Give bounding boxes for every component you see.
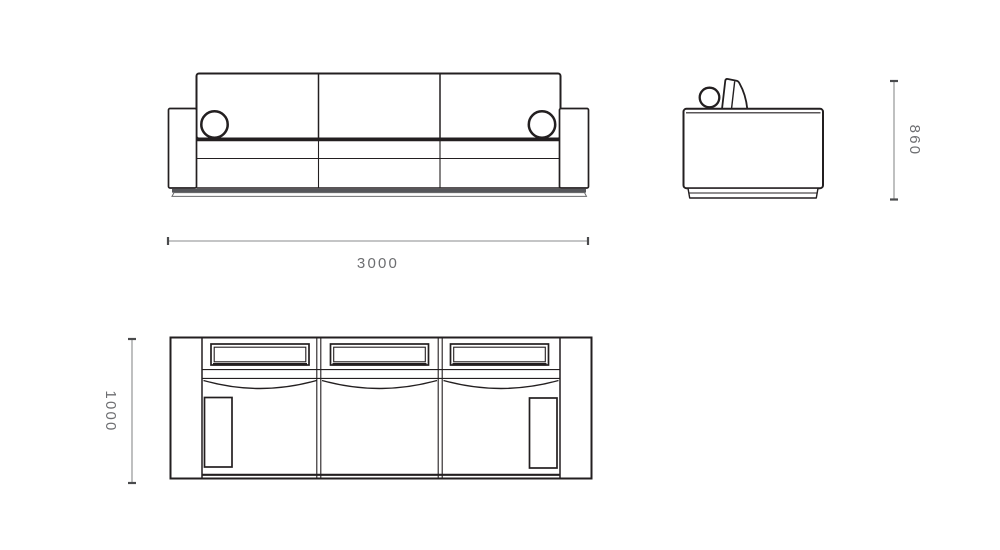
side-back-cushion bbox=[720, 78, 749, 110]
top-seat-curve-2 bbox=[321, 379, 438, 390]
dimension-height-label: 860 bbox=[906, 125, 923, 157]
side-body bbox=[682, 107, 824, 190]
top-seat-curve-3 bbox=[443, 379, 559, 390]
top-bolster-left bbox=[203, 396, 233, 468]
top-back-cushion-1 bbox=[210, 343, 310, 366]
dimension-height: 860 bbox=[890, 79, 923, 201]
side-view bbox=[682, 78, 824, 199]
top-back-cushion-2 bbox=[329, 343, 430, 366]
front-armrest-left bbox=[167, 107, 198, 189]
front-bolster-left bbox=[200, 110, 229, 139]
top-view bbox=[169, 336, 593, 480]
top-seat-curve-1 bbox=[203, 379, 317, 390]
dimension-depth: 1000 bbox=[102, 337, 136, 485]
dimension-width: 3000 bbox=[166, 237, 590, 272]
front-armrest-right bbox=[558, 107, 590, 189]
side-bolster bbox=[698, 86, 721, 109]
dimension-depth-label: 1000 bbox=[102, 390, 119, 432]
top-back-cushion-3 bbox=[449, 343, 550, 366]
dimension-width-label: 3000 bbox=[357, 255, 399, 272]
side-back-cushion-seam bbox=[730, 81, 736, 110]
front-plinth-base bbox=[171, 192, 588, 197]
top-bolster-right bbox=[528, 397, 558, 469]
front-back-cushions bbox=[195, 72, 562, 140]
front-view bbox=[167, 72, 590, 197]
front-plinth-shadow bbox=[172, 189, 586, 193]
front-bolster-right bbox=[527, 110, 557, 139]
